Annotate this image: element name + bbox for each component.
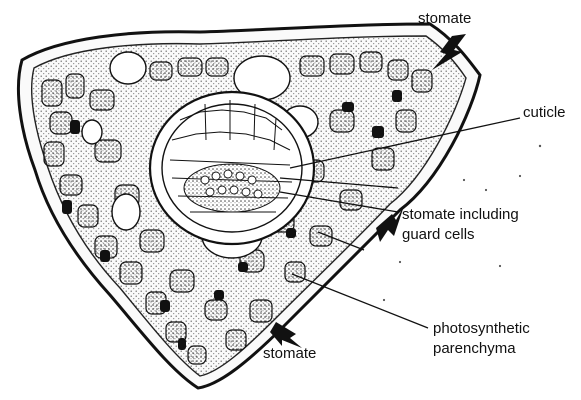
label-cuticle: cuticle — [523, 104, 566, 122]
label-photosynthetic-line1: photosynthetic — [433, 320, 530, 338]
label-stomate-guard-line1: stomate including — [402, 206, 519, 224]
label-photosynthetic-line2: parenchyma — [433, 340, 516, 358]
vascular-bundle — [150, 92, 314, 244]
label-stomate-bottom: stomate — [263, 345, 316, 363]
label-stomate-top: stomate — [418, 10, 471, 28]
label-stomate-guard-line2: guard cells — [402, 226, 475, 244]
